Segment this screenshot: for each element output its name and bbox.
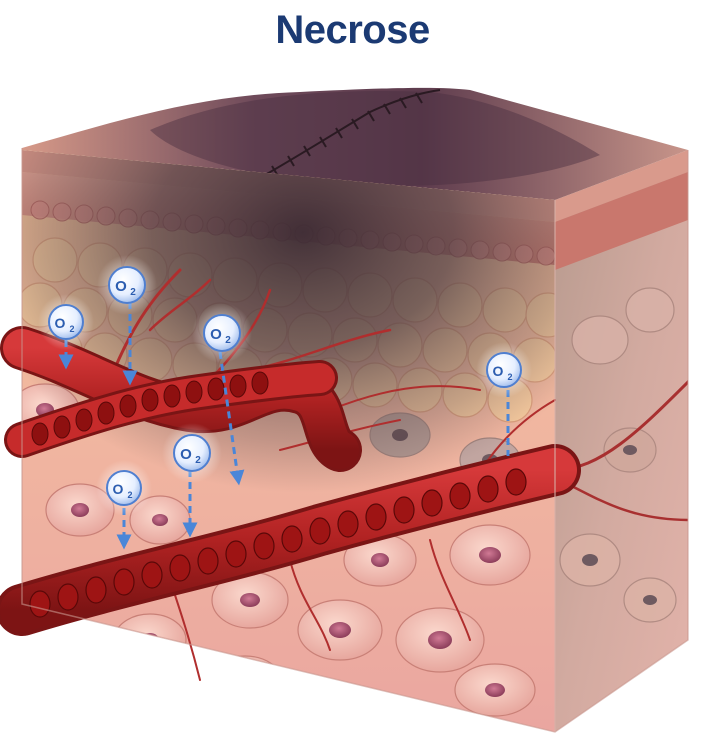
side-dermis [555,172,688,270]
oxygen-label-main: O [180,446,192,463]
oxygen-label-sub: 2 [507,372,512,382]
red-blood-cells-upper [31,371,269,446]
oxygen-molecule-icon: O 2 [38,294,94,350]
oxygen-label-sub: 2 [69,324,74,334]
oxygen-label-sub: 2 [195,455,201,466]
oxygen-label-main: O [113,481,124,497]
skin-surface [22,87,688,200]
side-epidermis [555,150,688,222]
oxygen-label-sub: 2 [127,490,132,500]
side-cells [559,287,677,623]
diagram-title: Necrose [275,8,430,52]
necrotic-skin-patch [150,90,600,186]
red-blood-cells-lower [29,468,527,618]
suture-icon [264,89,441,177]
oxygen-molecules: O 2 O 2 O 2 O 2 O 2 [38,255,532,516]
oxygen-label-main: O [493,363,504,379]
oxygen-label-main: O [115,278,127,295]
oxygen-diffusion-arrow [218,351,245,486]
upper-blood-vessel [0,326,362,472]
oxygen-label-sub: 2 [130,287,136,298]
oxygen-label-main: O [55,315,66,331]
oxygen-label-sub: 2 [225,335,231,346]
oxygen-molecule-icon: O 2 [476,342,532,398]
oxygen-molecule-icon: O 2 [162,423,222,483]
oxygen-label-main: O [210,326,222,343]
oxygen-molecule-icon: O 2 [96,460,152,516]
oxygen-molecule-icon: O 2 [97,255,157,315]
oxygen-molecule-icon: O 2 [192,303,252,363]
